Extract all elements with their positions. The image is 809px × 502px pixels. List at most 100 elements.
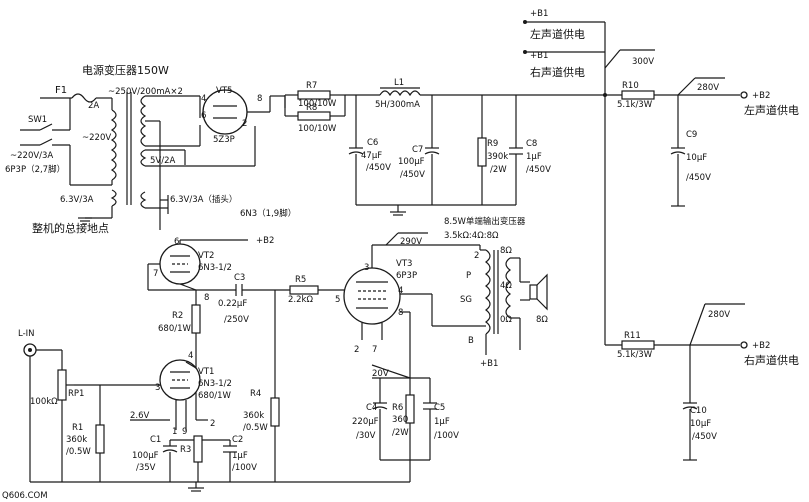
b2-label-b: +B2 (752, 341, 770, 351)
c9-voltage: /450V (686, 173, 711, 183)
c2-label: C2 (232, 435, 243, 445)
speaker-impedance: 8Ω (536, 315, 548, 325)
filament-63v-coil-b (140, 191, 147, 209)
vt3-pin-5: 5 (335, 295, 340, 305)
300v-label: 300V (632, 57, 654, 67)
c6-value: 47μF (361, 151, 382, 161)
r2-label: R2 (172, 311, 183, 321)
r8-value: 100/10W (298, 124, 337, 134)
l1-label: L1 (394, 78, 404, 88)
filament-63v-label-a: 6.3V/3A (60, 195, 94, 205)
rp1-label: RP1 (68, 389, 84, 399)
c2-value: 1μF (232, 451, 248, 461)
filament-63v-label-b: 6.3V/3A（插头） (170, 194, 237, 205)
r1-power: /0.5W (66, 447, 91, 457)
c3-value: 0.22μF (218, 299, 247, 309)
c9-value: 10μF (686, 153, 707, 163)
r5-label: R5 (295, 275, 306, 285)
output-transformer-secondary (505, 257, 511, 319)
right-channel-output-label: 右声道供电 (744, 353, 799, 367)
280v-leader-b (689, 303, 706, 346)
b2-label-a: +B2 (752, 91, 770, 101)
c1-label: C1 (150, 435, 161, 445)
290v-leader (385, 232, 399, 246)
resistor-r7 (297, 90, 331, 100)
ground-point-label: 整机的总接地点 (32, 221, 109, 235)
r6-value: 360 (392, 415, 408, 425)
vt2-pin-7: 7 (153, 269, 158, 279)
hv-secondary-coil (140, 95, 147, 147)
resistor-r3 (193, 435, 203, 463)
otx-tap-b: B (468, 336, 474, 346)
c8-label: C8 (526, 139, 537, 149)
c1-value: 100μF (132, 451, 159, 461)
r11-value: 5.1k/3W (617, 350, 653, 360)
l1-value: 5H/300mA (375, 100, 420, 110)
potentiometer-rp1 (57, 369, 67, 401)
resistor-r11 (621, 340, 655, 350)
c8-value: 1μF (526, 152, 542, 162)
fuse-symbol (71, 93, 97, 103)
c10-value: 10μF (690, 419, 711, 429)
vt3-pin-4: 4 (398, 286, 403, 296)
c5-value: 1μF (434, 417, 450, 427)
vt3-type: 6P3P (396, 271, 417, 281)
right-channel-supply-label: 右声道供电 (530, 65, 585, 79)
otx-b1-label: +B1 (480, 359, 498, 369)
r10-label: R10 (622, 81, 639, 91)
c9-label: C9 (686, 130, 697, 140)
c7-voltage: /450V (400, 170, 425, 180)
otx-tap-p: P (466, 271, 471, 281)
290v-label: 290V (400, 237, 422, 247)
vt1-pin-3: 3 (155, 383, 160, 393)
c4-voltage: /30V (356, 431, 376, 441)
vt1-type: 6N3-1/2 (198, 379, 232, 389)
resistor-r1 (95, 424, 105, 454)
vt5-pin-4: 4 (201, 94, 206, 104)
vt1-pin-2: 2 (210, 419, 215, 429)
filament-5v-label: 5V/2A (150, 156, 175, 166)
vt3-cathode-voltage: 20V (372, 369, 389, 379)
left-channel-output-label: 左声道供电 (744, 103, 799, 117)
watermark: Q606.COM (2, 491, 48, 501)
r10-value: 5.1k/3W (617, 100, 653, 110)
vt5-pin-8: 8 (257, 94, 262, 104)
resistor-r8 (297, 111, 331, 121)
fuse-rating: 2A (88, 101, 99, 111)
otx-tap-sg: SG (460, 295, 472, 305)
vt2-label: VT2 (198, 251, 214, 261)
c7-value: 100μF (398, 157, 425, 167)
c5-voltage: /100V (434, 431, 459, 441)
vt5-type: 5Z3P (213, 135, 235, 145)
tube-vt3 (343, 267, 401, 325)
r2-value: 680/1W (158, 324, 191, 334)
speaker-cone (536, 273, 548, 311)
vt2-pin-8: 8 (204, 293, 209, 303)
resistor-r9 (477, 137, 487, 167)
r9-label: R9 (487, 139, 498, 149)
primary-coil (110, 109, 117, 181)
switch-label: SW1 (28, 115, 47, 125)
c2-voltage: /100V (232, 463, 257, 473)
vt3-pin-8: 8 (398, 308, 403, 318)
vt5-label: VT5 (216, 86, 232, 96)
rectifier-tube-vt5 (202, 89, 248, 135)
280v-leader-a (677, 77, 696, 96)
filament-63v-note: 6N3（1,9脚） (240, 208, 296, 219)
resistor-r2 (191, 304, 201, 334)
r1-label: R1 (72, 423, 83, 433)
switch-contact (39, 123, 53, 131)
vt1-label: VT1 (198, 367, 214, 377)
rp1-value: 100kΩ (30, 397, 58, 407)
filament-63v-coil-a (110, 189, 117, 207)
vt3-label: VT3 (396, 259, 412, 269)
vt2-b2-label: +B2 (256, 236, 274, 246)
cathode-voltage-label: 2.6V (130, 411, 150, 421)
resistor-r10 (621, 90, 655, 100)
mains-label: ~220V/3A (10, 151, 53, 161)
r5-value: 2.2kΩ (288, 295, 313, 305)
hv-secondary-label: ~250V/200mA×2 (108, 87, 183, 97)
speaker-icon (529, 284, 538, 300)
otx-4ohm-tap: 4Ω (500, 281, 512, 291)
primary-voltage: ~220V (82, 133, 111, 143)
